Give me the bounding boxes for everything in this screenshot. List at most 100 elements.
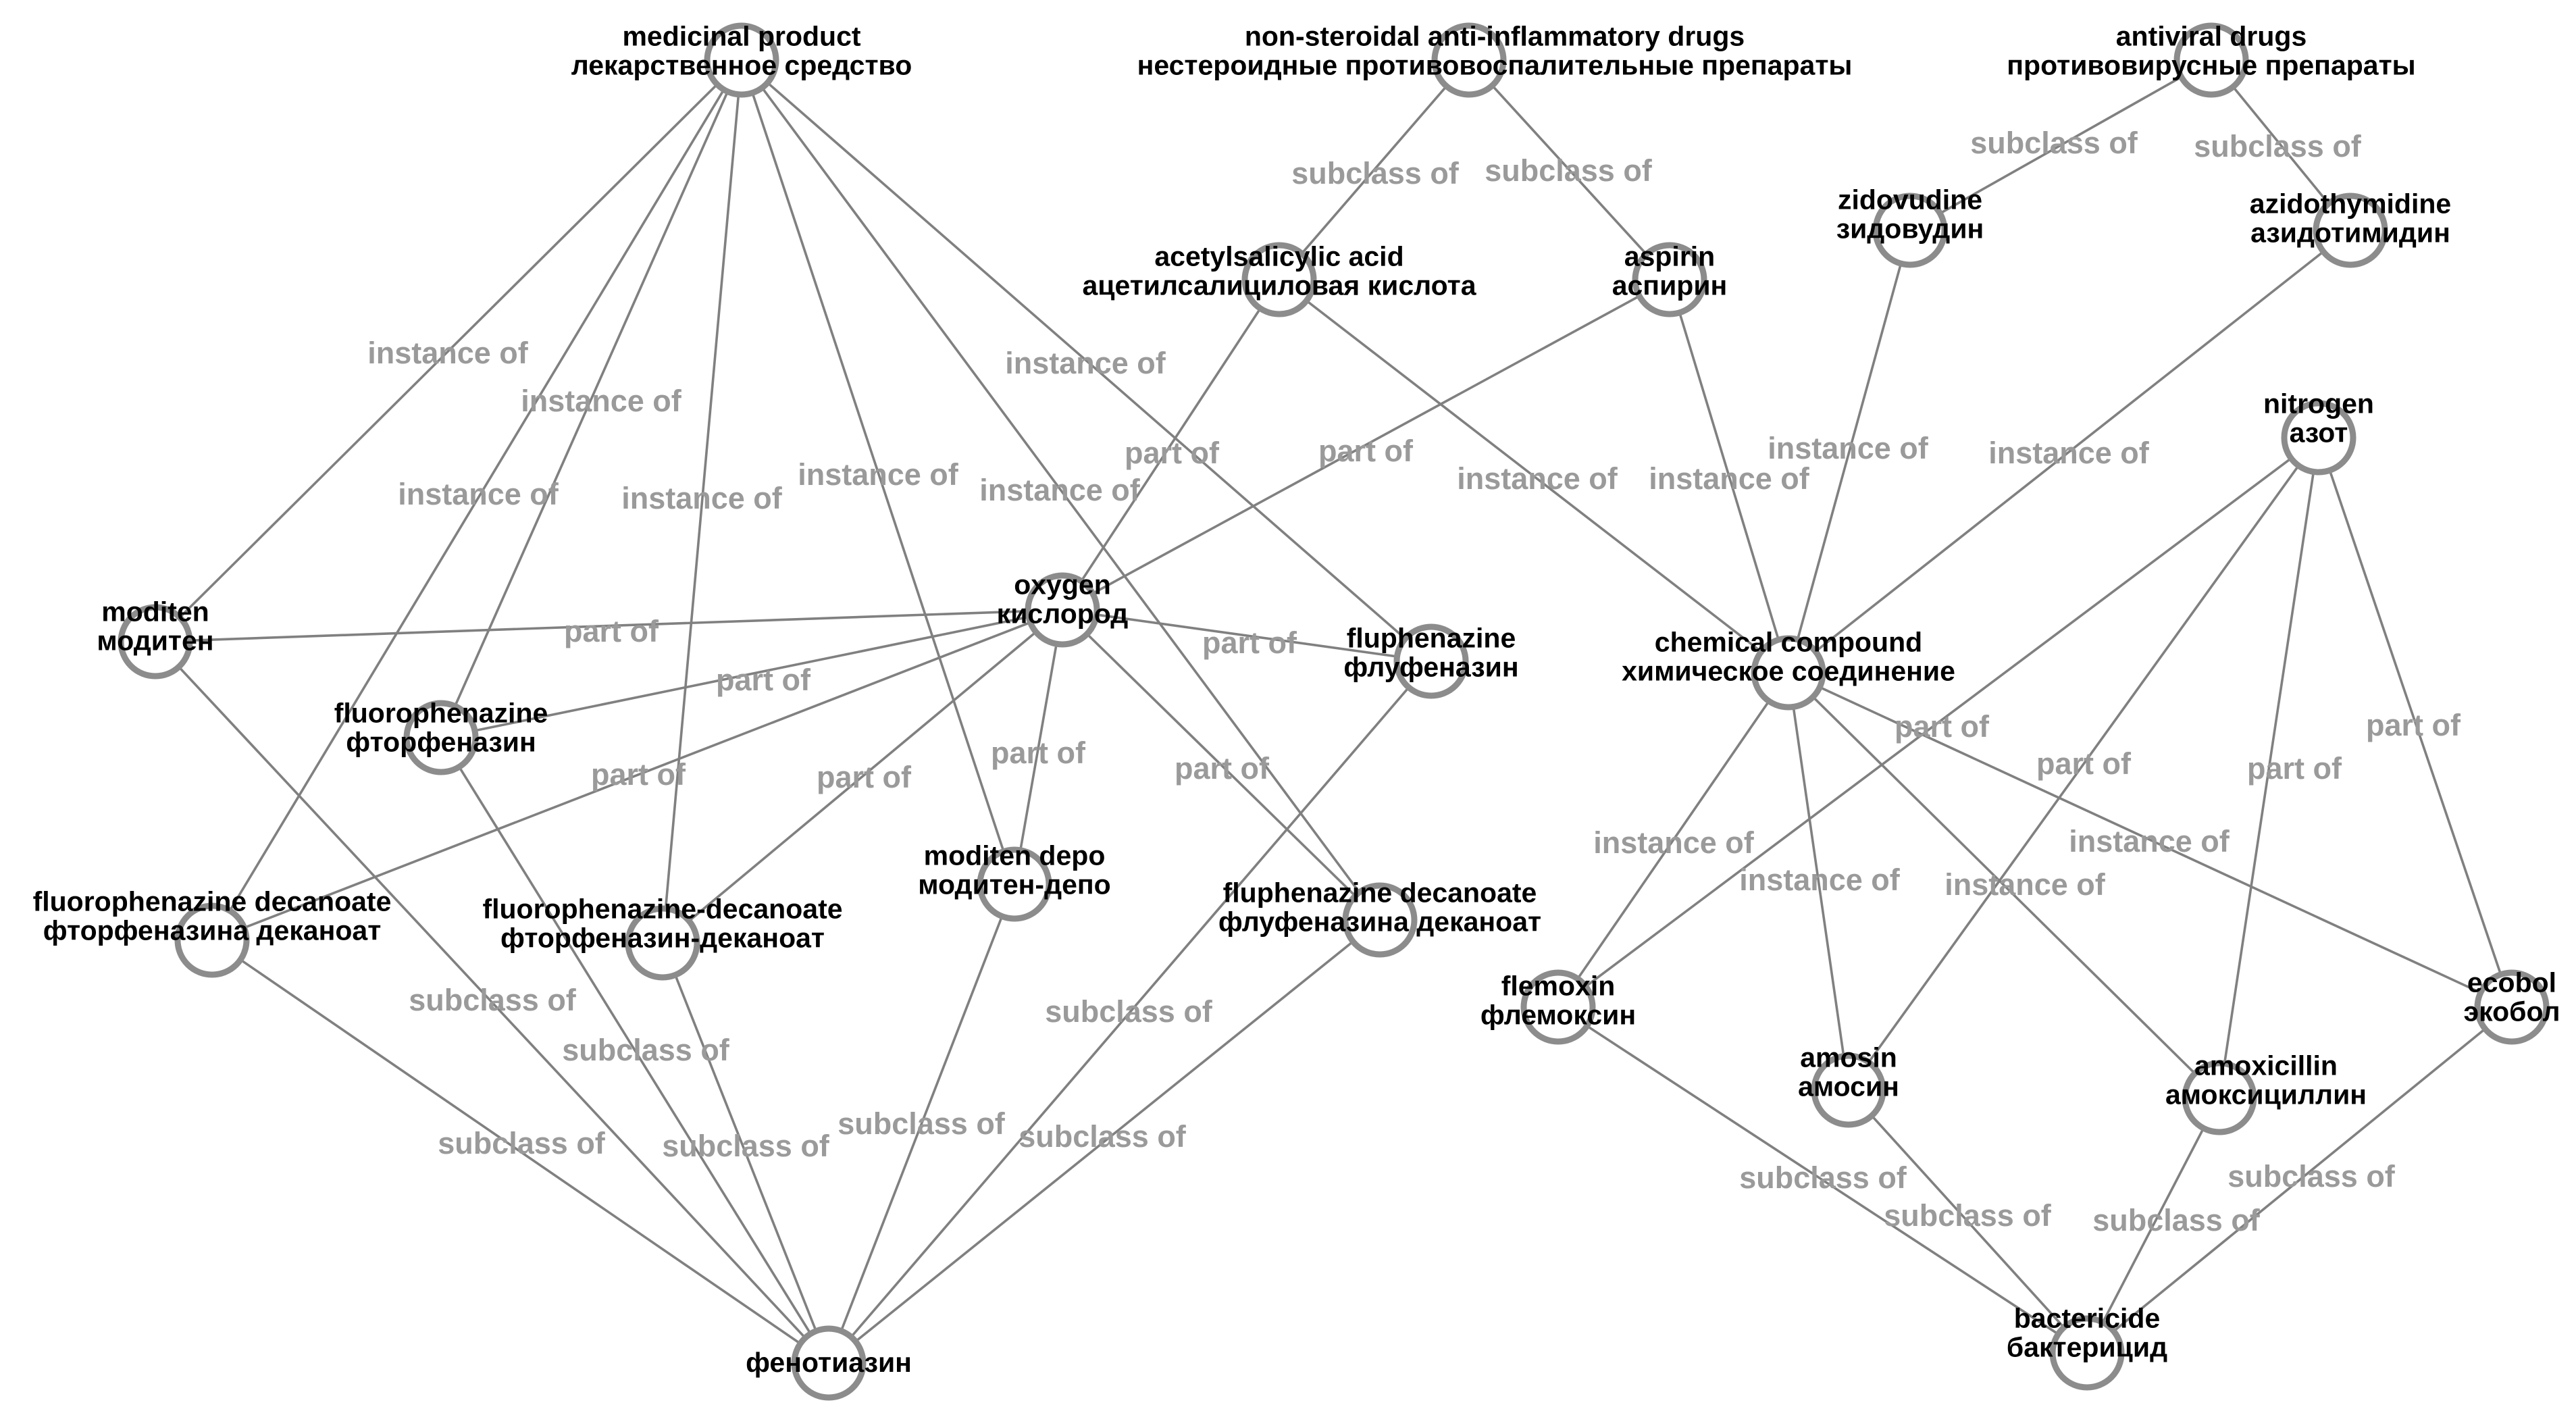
node-circle[interactable]	[2313, 193, 2388, 268]
node-circle[interactable]	[403, 700, 479, 775]
node-circle[interactable]	[118, 604, 193, 680]
edge-label: subclass of	[1291, 156, 1460, 190]
node-label-primary: fluorophenazine	[334, 697, 548, 728]
node-label-primary: fluphenazine decanoate	[1223, 877, 1537, 908]
edge-label: part of	[2366, 708, 2461, 742]
node-circle[interactable]	[1431, 22, 1507, 98]
edge-nitrogen-to-flemoxin	[1557, 436, 2320, 1008]
edge-oxygen-to-fluphenazine-decanoate	[1061, 609, 1381, 921]
edge-label: instance of	[798, 457, 959, 492]
node-circle[interactable]	[2474, 969, 2550, 1045]
node-circle[interactable]	[977, 846, 1052, 922]
node-label-secondary: модитен-депо	[918, 869, 1110, 900]
node-label-primary: zidovudine	[1838, 184, 1982, 215]
node-label-secondary: фторфеназина деканоат	[43, 915, 382, 946]
node-circle[interactable]	[1342, 882, 1418, 958]
edge-label: part of	[991, 736, 1086, 770]
edge-fluphenazine-decanoate-to-phenothiazine	[827, 919, 1381, 1364]
edge-oxygen-to-moditen	[155, 609, 1063, 643]
edge-label: instance of	[621, 481, 783, 515]
node-circle[interactable]	[1025, 572, 1100, 648]
node-label-secondary: амоксициллин	[2165, 1079, 2367, 1110]
node-circle[interactable]	[704, 22, 779, 98]
node-circle[interactable]	[1393, 623, 1469, 699]
node-circle[interactable]	[791, 1325, 867, 1401]
edge-aspirin-to-chemical-compound	[1668, 279, 1790, 673]
edge-acetylsalicylic-to-chemical-compound	[1278, 278, 1790, 674]
node-circle[interactable]	[1751, 635, 1826, 711]
edge-oxygen-to-fluorophenazine-decanoate	[211, 609, 1063, 942]
node-fluorophenazine-decanoate-hyphen[interactable]: fluorophenazine-decanoateфторфеназин-дек…	[482, 893, 843, 981]
edge-label: subclass of	[1045, 994, 1213, 1029]
edge-zidovudine-to-antiviral	[1909, 59, 2212, 232]
edge-moditen-to-phenothiazine	[154, 640, 830, 1364]
node-circle[interactable]	[1520, 969, 1596, 1045]
edge-label: instance of	[1593, 825, 1755, 860]
node-circle[interactable]	[625, 905, 700, 981]
node-nsaid[interactable]: non-steroidal anti-inflammatory drugsнес…	[1137, 20, 1853, 98]
node-label-secondary: противовирусные препараты	[2007, 49, 2415, 80]
node-phenothiazine[interactable]: фенотиазин	[746, 1325, 912, 1401]
edge-amosin-to-bactericide	[1847, 1089, 2088, 1354]
edge-label: part of	[1318, 434, 1414, 468]
edge-moditen-depo-to-phenothiazine	[827, 883, 1016, 1364]
node-label-secondary: азот	[2290, 417, 2348, 448]
node-circle[interactable]	[2049, 1315, 2125, 1391]
node-label-secondary: кислород	[997, 598, 1129, 629]
edge-label: part of	[1125, 436, 1220, 470]
edge-label: subclass of	[662, 1129, 830, 1163]
edge-label: part of	[1895, 709, 1990, 744]
node-label-primary: amoxicillin	[2194, 1050, 2338, 1081]
edge-label: instance of	[979, 473, 1141, 507]
node-circle[interactable]	[1241, 242, 1317, 317]
edge-acetylsalicylic-to-nsaid	[1278, 59, 1470, 281]
node-circle[interactable]	[174, 902, 250, 978]
node-label-secondary: модитен	[97, 625, 213, 656]
node-circle[interactable]	[1872, 193, 1948, 268]
node-label-primary: fluphenazine	[1347, 622, 1516, 653]
edge-label: part of	[2247, 751, 2342, 786]
node-circle[interactable]	[2281, 400, 2356, 476]
node-circle[interactable]	[2182, 1060, 2257, 1135]
node-circle[interactable]	[2173, 22, 2249, 98]
edge-nitrogen-to-amoxicillin	[2218, 437, 2320, 1098]
edge-azidothymidine-to-chemical-compound	[1787, 229, 2352, 674]
edge-label: instance of	[1005, 346, 1166, 380]
edge-moditen-depo-to-medicinal-product	[740, 59, 1016, 885]
node-label-primary: ecobol	[2467, 967, 2556, 998]
node-circle[interactable]	[1632, 242, 1707, 317]
node-label-primary: aspirin	[1624, 240, 1715, 272]
edge-label: part of	[1175, 751, 1270, 786]
edge-label: subclass of	[562, 1033, 730, 1067]
edge-flemoxin-to-bactericide	[1557, 1006, 2088, 1354]
edge-oxygen-to-acetylsalicylic	[1061, 279, 1281, 611]
node-label-secondary: химическое соединение	[1622, 655, 1955, 686]
edge-fluorophenazine-decanoate-to-medicinal-product	[211, 59, 743, 941]
edge-label: part of	[564, 614, 659, 648]
edge-label: subclass of	[2092, 1203, 2261, 1237]
edge-label: subclass of	[1970, 126, 2138, 160]
node-label-primary: medicinal product	[622, 20, 860, 51]
node-circle[interactable]	[1811, 1052, 1886, 1128]
